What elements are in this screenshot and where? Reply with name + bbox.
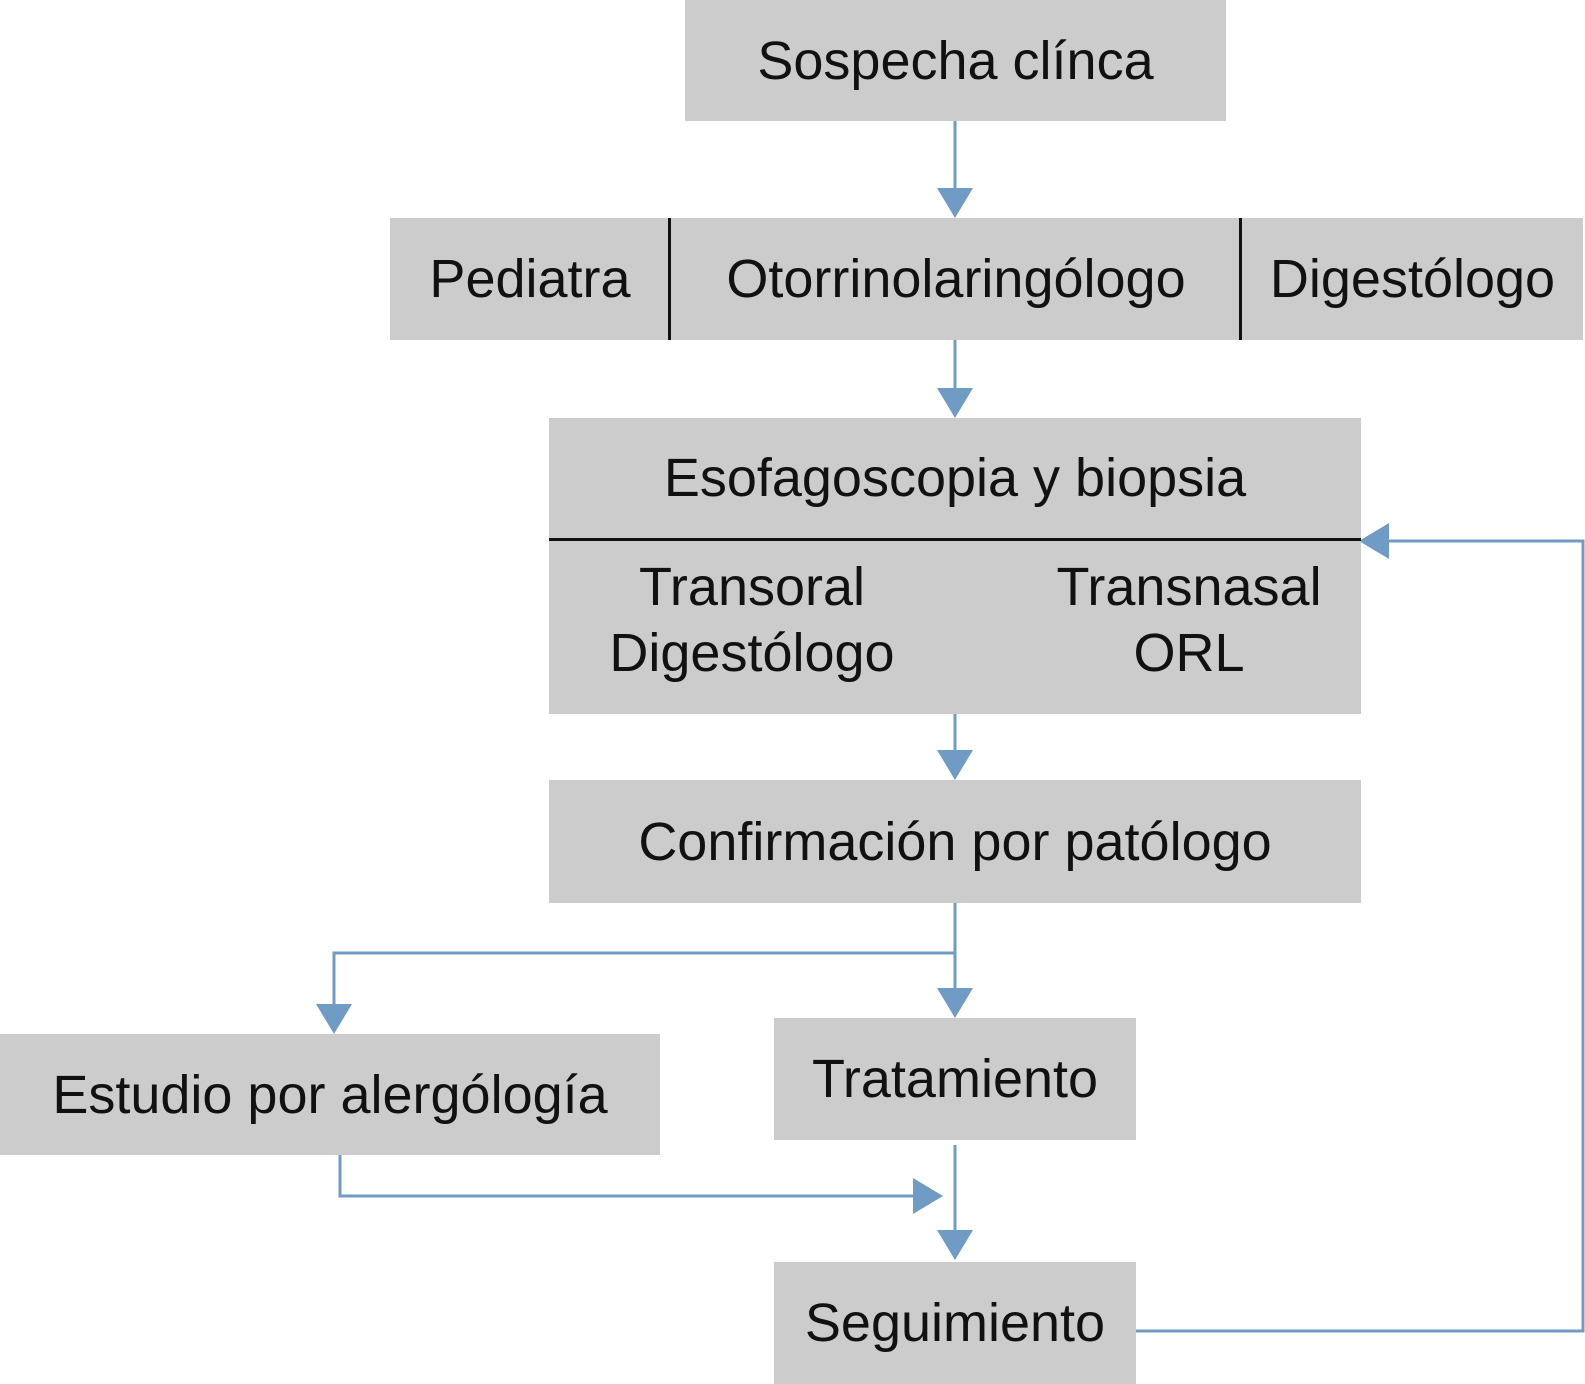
node-alergologia: Estudio por alergólogía (0, 1034, 660, 1155)
node-tratamiento: Tratamiento (774, 1018, 1136, 1140)
arrowhead-esofagoscopia (937, 388, 973, 418)
node-confirmacion: Confirmación por patólogo (549, 780, 1361, 903)
arrow-confirmacion-to-alergologia (332, 951, 955, 1006)
node-sospecha-clinica: Sospecha clínca (685, 0, 1226, 121)
node-seguimiento: Seguimiento (774, 1262, 1136, 1384)
node-esofagoscopia: Esofagoscopia y biopsia Transoral Digest… (549, 418, 1361, 714)
node-transnasal-specialist: ORL (1133, 623, 1245, 683)
node-seguimiento-label: Seguimiento (804, 1293, 1106, 1353)
divider-esofagoscopia (549, 538, 1361, 541)
node-transoral-route: Transoral (638, 557, 866, 617)
arrowhead-seguimiento (937, 1230, 973, 1260)
divider-otorrino-digestologo (1239, 218, 1242, 340)
node-tratamiento-label: Tratamiento (811, 1049, 1099, 1109)
node-transnasal-route: Transnasal (1056, 557, 1322, 617)
node-sospecha-clinica-label: Sospecha clínca (757, 30, 1154, 91)
node-transoral-specialist: Digestólogo (609, 623, 895, 683)
node-pediatra-label: Pediatra (429, 249, 631, 309)
node-confirmacion-label: Confirmación por patólogo (638, 811, 1272, 872)
arrowhead-alergologia-join (913, 1178, 943, 1214)
node-digestologo-label: Digestólogo (1269, 249, 1556, 309)
arrowhead-especialistas (937, 188, 973, 218)
arrowhead-tratamiento (937, 988, 973, 1018)
node-especialistas: Pediatra Otorrinolaringólogo Digestólogo (390, 218, 1583, 340)
arrow-alergologia-to-seguimiento (338, 1155, 915, 1198)
node-esofagoscopia-title: Esofagoscopia y biopsia (663, 448, 1247, 508)
node-otorrino-label: Otorrinolaringólogo (726, 249, 1186, 309)
arrowhead-confirmacion (937, 750, 973, 780)
arrowhead-loop-esofagoscopia (1359, 523, 1389, 559)
node-alergologia-label: Estudio por alergólogía (52, 1064, 608, 1125)
divider-pediatra-otorrino (668, 218, 671, 340)
arrowhead-alergologia (316, 1004, 352, 1034)
